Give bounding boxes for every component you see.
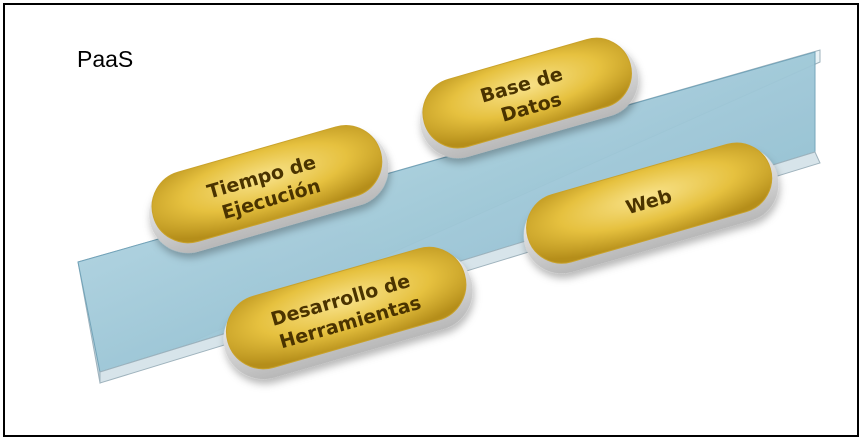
component-runtime: Tiempo de Ejecución — [149, 125, 389, 254]
component-web: Web — [523, 142, 779, 274]
component-tools: Desarrollo de Herramientas — [223, 246, 473, 380]
component-database: Base de Datos — [419, 37, 639, 159]
diagram-title: PaaS — [77, 46, 134, 72]
